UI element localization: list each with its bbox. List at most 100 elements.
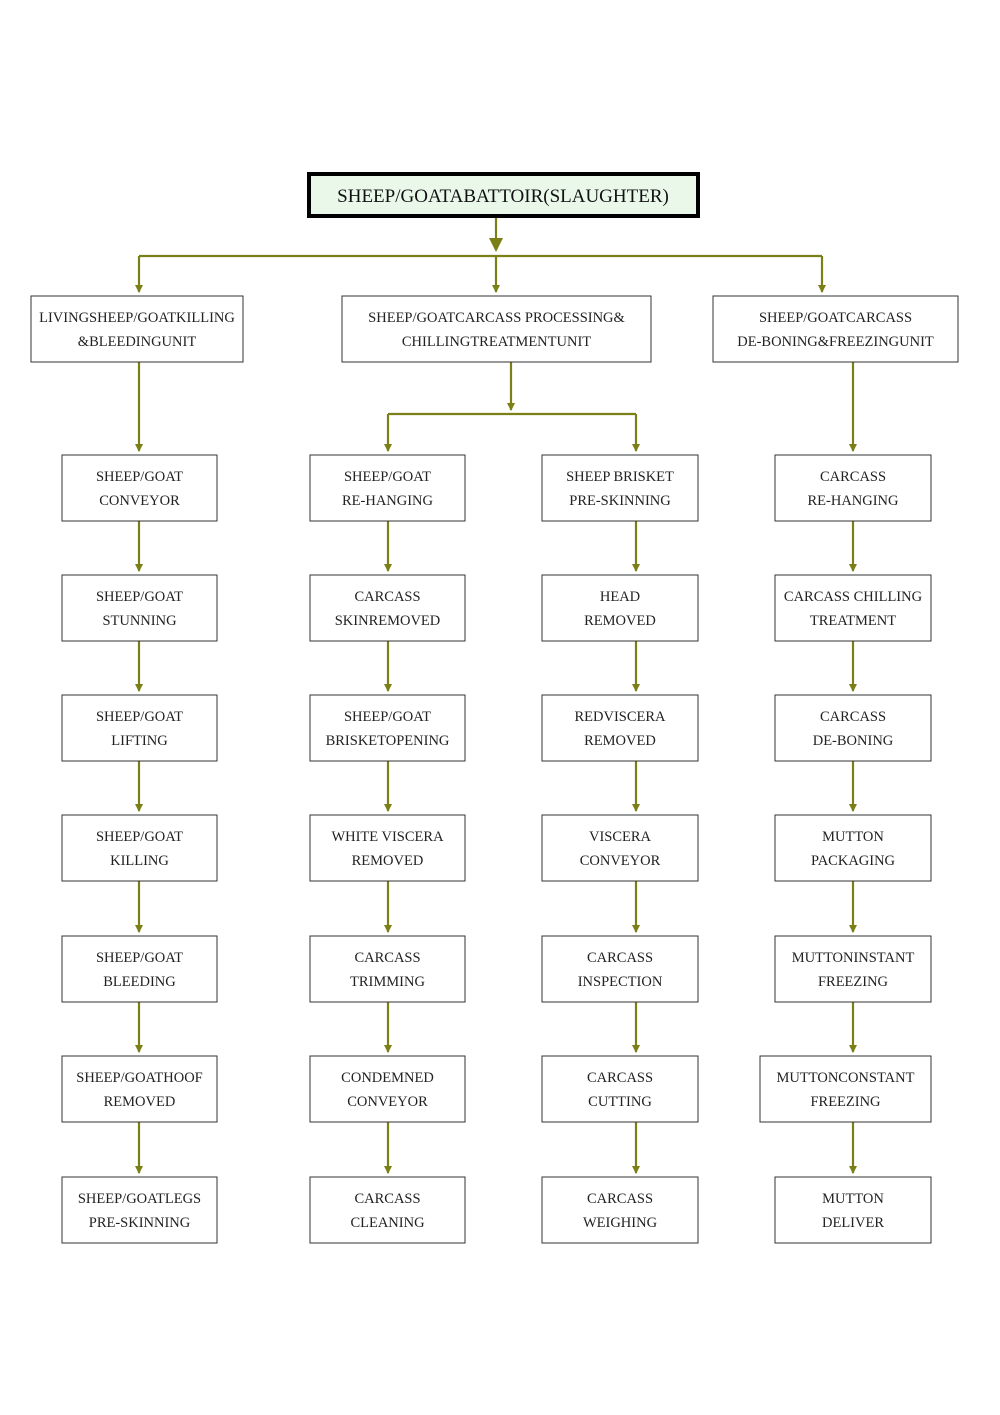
step-box-c2-r4-label-line: REMOVED (352, 853, 424, 869)
step-box-c1-r1-label-line: CONVEYOR (99, 493, 180, 509)
step-box-c4-r3-frame (774, 694, 932, 762)
unit-box-processing-unit-label-line: SHEEP/GOATCARCASS PROCESSING& (368, 310, 625, 326)
step-box-c2-r4-frame (309, 814, 466, 882)
step-box-c1-r2-label-line: SHEEP/GOAT (96, 589, 183, 605)
step-box-c4-r3-label-line: CARCASS (820, 709, 886, 725)
unit-box-deboning-unit-label-line: DE-BONING&FREEZINGUNIT (737, 334, 934, 350)
step-box-c1-r2-frame (61, 574, 218, 642)
step-box-c4-r2-label-line: CARCASS CHILLING (784, 589, 923, 605)
step-box-c1-r4-label-line: SHEEP/GOAT (96, 829, 183, 845)
step-box-c2-r7-label-line: CLEANING (350, 1215, 425, 1231)
step-box-c4-r4-frame (774, 814, 932, 882)
step-box-c1-r3-label-line: LIFTING (111, 733, 168, 749)
step-box-c4-r1-label-line: CARCASS (820, 469, 886, 485)
step-box-c4-r2-frame (774, 574, 932, 642)
step-box-c3-r2-label-line: HEAD (600, 589, 640, 605)
step-box-c4-r7-frame (774, 1176, 932, 1244)
step-box-c3-r1-label-line: SHEEP BRISKET (566, 469, 674, 485)
step-box-c4-r7-label-line: MUTTON (822, 1191, 884, 1207)
step-box-c3-r7-label-line: WEIGHING (583, 1215, 658, 1231)
step-box-c4-r4-label-line: MUTTON (822, 829, 884, 845)
step-box-c4-r1-frame (774, 454, 932, 522)
step-box-c4-r4-label-line: PACKAGING (811, 853, 896, 869)
step-box-c3-r5-label-line: CARCASS (587, 950, 653, 966)
connector-layer (135, 218, 857, 1174)
step-box-c4-r7-label-line: DELIVER (822, 1215, 884, 1231)
step-box-c1-r5-label-line: SHEEP/GOAT (96, 950, 183, 966)
step-box-c4-r5-frame (774, 935, 932, 1003)
step-box-c2-r7-frame (309, 1176, 466, 1244)
step-box-c4-r6-frame (759, 1055, 932, 1123)
step-box-c3-r3-frame (541, 694, 699, 762)
unit-box-killing-unit-label-line: LIVINGSHEEP/GOATKILLING (39, 310, 235, 326)
step-box-c4-r6-label-line: MUTTONCONSTANT (777, 1070, 915, 1086)
step-box-c2-r3-frame (309, 694, 466, 762)
step-box-c3-r4-frame (541, 814, 699, 882)
step-box-c2-r2-label-line: SKINREMOVED (335, 613, 441, 629)
step-box-c2-r1-frame (309, 454, 466, 522)
step-box-c3-r1-label-line: PRE-SKINNING (569, 493, 671, 509)
step-box-c1-r3-frame (61, 694, 218, 762)
step-box-c1-r6-label-line: SHEEP/GOATHOOF (76, 1070, 203, 1086)
unit-box-killing-unit: LIVINGSHEEP/GOATKILLING&BLEEDINGUNIT (30, 295, 244, 363)
unit-box-deboning-unit-frame (712, 295, 959, 363)
step-box-c4-r6-label-line: FREEZING (810, 1094, 881, 1110)
root-box: SHEEP/GOATABATTOIR(SLAUGHTER) (307, 172, 700, 218)
step-box-c4-r3: CARCASS DE-BONING (774, 694, 932, 762)
step-box-c1-r4: SHEEP/GOAT KILLING (61, 814, 218, 882)
step-box-c4-r5-label-line: MUTTONINSTANT (792, 950, 915, 966)
step-box-c1-r1: SHEEP/GOAT CONVEYOR (61, 454, 218, 522)
step-box-c3-r6-frame (541, 1055, 699, 1123)
step-box-c1-r6-label-line: REMOVED (104, 1094, 176, 1110)
step-box-c1-r7-label-line: SHEEP/GOATLEGS (78, 1191, 201, 1207)
step-box-c3-r2-frame (541, 574, 699, 642)
step-box-c3-r2: HEAD REMOVED (541, 574, 699, 642)
unit-box-killing-unit-label-line: &BLEEDINGUNIT (78, 334, 197, 350)
root-arrow-icon (489, 238, 503, 252)
step-box-c2-r1-label-line: SHEEP/GOAT (344, 469, 431, 485)
unit-box-processing-unit-frame (341, 295, 652, 363)
step-box-c2-r6-frame (309, 1055, 466, 1123)
step-box-c2-r3-label-line: BRISKETOPENING (326, 733, 450, 749)
step-box-c4-r1-label-line: RE-HANGING (807, 493, 899, 509)
unit-box-killing-unit-frame (30, 295, 244, 363)
step-box-c2-r3-label-line: SHEEP/GOAT (344, 709, 431, 725)
step-box-c1-r7-frame (61, 1176, 218, 1244)
step-box-c3-r1-frame (541, 454, 699, 522)
step-box-c2-r2-frame (309, 574, 466, 642)
step-box-c1-r2: SHEEP/GOAT STUNNING (61, 574, 218, 642)
step-box-c1-r6: SHEEP/GOATHOOF REMOVED (61, 1055, 218, 1123)
step-box-c1-r1-label-line: SHEEP/GOAT (96, 469, 183, 485)
root-title: SHEEP/GOATABATTOIR(SLAUGHTER) (337, 186, 669, 207)
root-box-frame (307, 172, 700, 218)
step-box-c2-r5-frame (309, 935, 466, 1003)
step-box-c4-r3-label-line: DE-BONING (813, 733, 894, 749)
step-box-c4-r2-label-line: TREATMENT (810, 613, 896, 629)
step-box-c3-r3-label-line: REDVISCERA (574, 709, 666, 725)
step-box-c2-r2: CARCASS SKINREMOVED (309, 574, 466, 642)
step-box-c3-r2-label-line: REMOVED (584, 613, 656, 629)
step-box-c1-r2-label-line: STUNNING (102, 613, 177, 629)
unit-box-processing-unit: SHEEP/GOATCARCASS PROCESSING&CHILLINGTRE… (341, 295, 652, 363)
step-box-c3-r1: SHEEP BRISKET PRE-SKINNING (541, 454, 699, 522)
step-box-c2-r3: SHEEP/GOAT BRISKETOPENING (309, 694, 466, 762)
step-box-c1-r5-frame (61, 935, 218, 1003)
step-box-c1-r6-frame (61, 1055, 218, 1123)
step-box-c4-r4: MUTTON PACKAGING (774, 814, 932, 882)
step-box-c1-r4-label-line: KILLING (110, 853, 169, 869)
step-box-c3-r7-frame (541, 1176, 699, 1244)
step-box-c3-r5-label-line: INSPECTION (578, 974, 663, 990)
step-box-c4-r6: MUTTONCONSTANT FREEZING (759, 1055, 932, 1123)
step-box-c4-r1: CARCASS RE-HANGING (774, 454, 932, 522)
step-box-c2-r2-label-line: CARCASS (354, 589, 420, 605)
